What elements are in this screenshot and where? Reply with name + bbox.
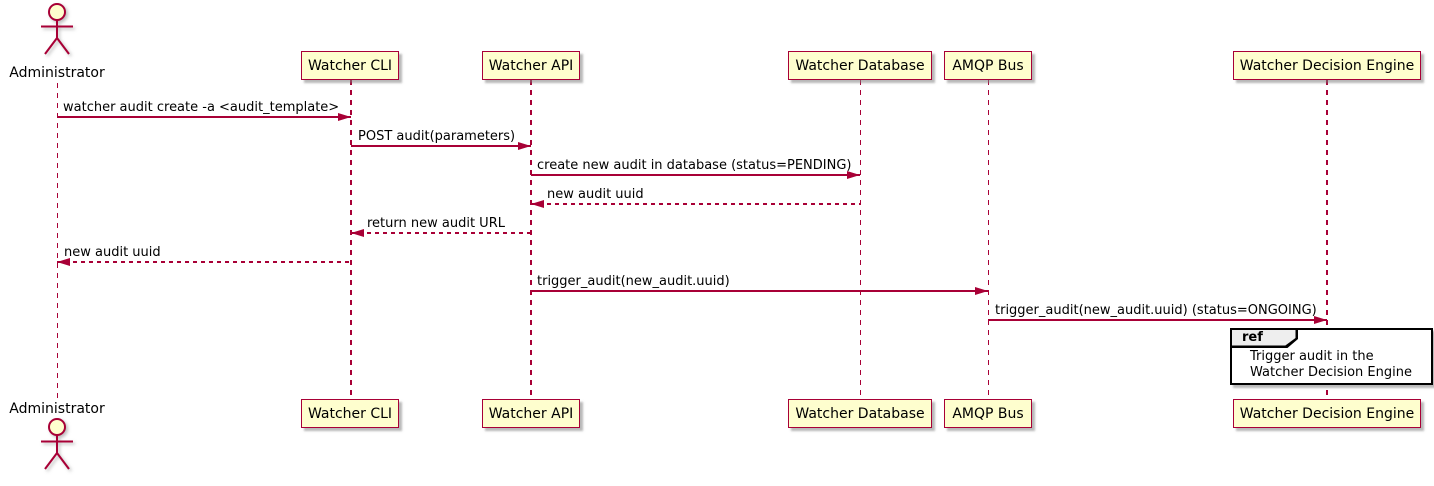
arrowhead-right-icon	[518, 141, 531, 150]
participant-amqp-bus-bottom: AMQP Bus	[944, 399, 1032, 428]
participant-watcher-database-bottom: Watcher Database	[788, 399, 932, 428]
ref-text-line-1: Trigger audit in the	[1250, 349, 1374, 364]
message-line-1	[57, 116, 351, 118]
arrowhead-right-icon	[847, 170, 860, 179]
lifeline-watcher-api	[530, 80, 532, 399]
participant-watcher-decision-engine-bottom: Watcher Decision Engine	[1233, 399, 1421, 428]
arrowhead-left-icon	[351, 228, 364, 237]
participant-watcher-api-top: Watcher API	[482, 51, 580, 80]
ref-text: Trigger audit in the Watcher Decision En…	[1250, 349, 1412, 380]
message-label-2: POST audit(parameters)	[358, 129, 516, 144]
lifeline-amqp-bus	[987, 80, 989, 399]
message-label-6: new audit uuid	[64, 245, 161, 260]
message-label-5: return new audit URL	[367, 216, 505, 231]
message-line-7	[531, 290, 988, 292]
participant-watcher-api-bottom: Watcher API	[482, 399, 580, 428]
message-label-4: new audit uuid	[547, 187, 644, 202]
lifeline-watcher-decision-engine	[1326, 80, 1328, 399]
message-label-1: watcher audit create -a <audit_template>	[63, 100, 340, 115]
actor-label-administrator-bottom: Administrator	[9, 401, 105, 417]
arrowhead-right-icon	[975, 286, 988, 295]
actor-icon	[41, 418, 73, 470]
message-label-3: create new audit in database (status=PEN…	[537, 158, 852, 173]
participant-watcher-decision-engine-top: Watcher Decision Engine	[1233, 51, 1421, 80]
message-line-8	[988, 319, 1327, 321]
lifeline-watcher-cli	[350, 80, 352, 399]
participant-watcher-cli-bottom: Watcher CLI	[301, 399, 399, 428]
lifeline-watcher-database	[859, 80, 861, 399]
ref-keyword: ref	[1232, 330, 1296, 346]
message-label-8: trigger_audit(new_audit.uuid) (status=ON…	[995, 303, 1317, 318]
ref-fragment: ref Trigger audit in the Watcher Decisio…	[1230, 328, 1433, 385]
message-line-3	[531, 174, 860, 176]
ref-text-line-2: Watcher Decision Engine	[1250, 364, 1412, 380]
participant-amqp-bus-top: AMQP Bus	[944, 51, 1032, 80]
arrowhead-left-icon	[57, 257, 70, 266]
arrowhead-left-icon	[531, 199, 544, 208]
message-line-6	[57, 261, 351, 263]
arrowhead-right-icon	[338, 112, 351, 121]
actor-icon	[41, 3, 73, 55]
participant-watcher-cli-top: Watcher CLI	[301, 51, 399, 80]
message-line-4	[531, 203, 860, 205]
message-label-7: trigger_audit(new_audit.uuid)	[537, 274, 730, 289]
participant-watcher-database-top: Watcher Database	[788, 51, 932, 80]
actor-label-administrator-top: Administrator	[9, 65, 105, 81]
message-line-5	[351, 232, 531, 234]
lifeline-administrator	[56, 83, 58, 402]
ref-tab: ref	[1232, 330, 1298, 348]
message-line-2	[351, 145, 531, 147]
arrowhead-right-icon	[1314, 315, 1327, 324]
